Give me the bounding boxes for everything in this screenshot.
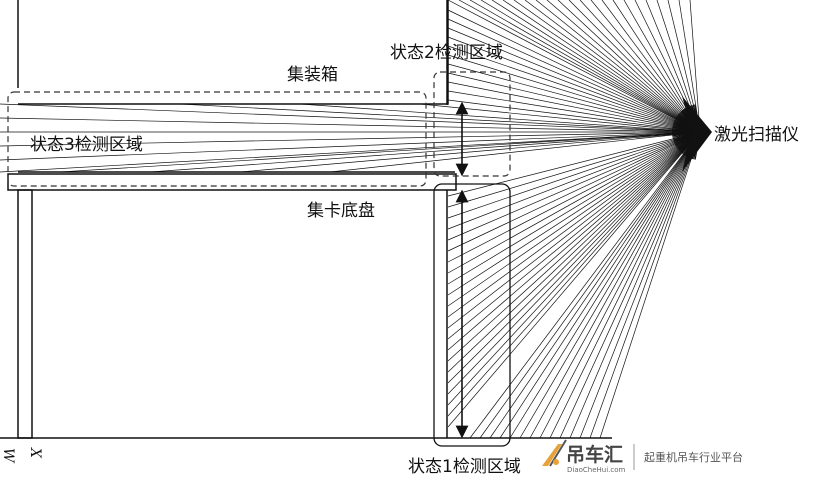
laser-ray <box>0 117 701 133</box>
laser-ray <box>179 103 701 133</box>
laser-ray <box>513 0 701 133</box>
laser-ray <box>612 0 701 133</box>
laser-ray <box>447 54 701 133</box>
laser-ray <box>535 0 701 133</box>
laser-ray <box>447 131 701 340</box>
laser-ray <box>447 131 701 219</box>
laser-ray <box>469 0 701 133</box>
laser-ray <box>557 0 701 133</box>
watermark-slogan: 起重机吊车行业平台 <box>644 450 743 464</box>
state3-zone <box>7 91 427 187</box>
state1-zone <box>433 183 511 447</box>
laser-ray <box>509 131 701 439</box>
container-outline <box>17 0 449 105</box>
laser-ray <box>447 131 701 252</box>
watermark: 吊车汇 DiaoCheHui.com 起重机吊车行业平台 <box>542 439 743 474</box>
laser-ray <box>447 131 701 329</box>
laser-ray <box>447 36 701 133</box>
laser-ray <box>568 0 701 133</box>
laser-ray <box>299 103 701 133</box>
laser-scanner <box>682 96 712 172</box>
laser-ray <box>447 131 701 197</box>
laser-ray <box>447 131 701 351</box>
state2-zone <box>433 71 511 177</box>
laser-ray <box>479 131 701 439</box>
chassis-label: 集卡底盘 <box>307 201 375 221</box>
laser-ray <box>447 131 701 373</box>
laser-ray <box>447 45 701 133</box>
laser-ray <box>579 131 701 439</box>
laser-ray <box>489 131 701 439</box>
scanner-label: 激光扫描仪 <box>714 125 799 145</box>
laser-ray <box>447 131 701 384</box>
laser-ray <box>447 131 701 296</box>
laser-ray <box>0 131 701 147</box>
laser-ray <box>590 0 701 133</box>
laser-ray <box>447 131 701 230</box>
laser-ray <box>549 131 701 439</box>
laser-ray <box>569 131 701 439</box>
state1-label: 状态1检测区域 <box>408 457 521 477</box>
laser-ray <box>239 131 701 173</box>
laser-ray <box>539 131 701 439</box>
laser-ray <box>589 131 701 439</box>
laser-ray <box>447 63 701 133</box>
laser-ray <box>601 0 701 133</box>
laser-ray <box>447 9 701 133</box>
watermark-url: DiaoCheHui.com <box>567 466 626 474</box>
laser-ray <box>499 131 701 439</box>
laser-ray <box>447 81 701 133</box>
laser-ray <box>0 131 701 161</box>
laser-ray <box>447 131 701 417</box>
laser-ray <box>519 131 701 439</box>
laser-ray <box>447 0 701 133</box>
laser-ray <box>447 131 701 263</box>
support-post <box>17 189 33 439</box>
laser-rays <box>0 0 701 439</box>
laser-ray <box>469 131 701 439</box>
laser-ray <box>447 131 701 406</box>
laser-ray <box>599 131 701 439</box>
axis-w-label: W <box>0 448 16 464</box>
crane-logo-icon <box>542 439 567 467</box>
laser-ray <box>447 131 701 274</box>
laser-ray <box>529 131 701 439</box>
laser-ray <box>329 131 701 173</box>
laser-ray <box>447 131 701 362</box>
watermark-brand: 吊车汇 <box>566 443 623 466</box>
laser-ray <box>546 0 701 133</box>
laser-ray <box>447 131 701 285</box>
laser-ray <box>447 131 701 428</box>
laser-ray <box>447 131 701 241</box>
laser-ray <box>59 131 701 173</box>
laser-ray <box>678 0 701 133</box>
laser-ray <box>491 0 701 133</box>
laser-ray <box>0 103 701 133</box>
chassis-beam <box>7 173 457 191</box>
laser-ray <box>458 0 701 133</box>
laser-ray <box>447 131 701 395</box>
axis-x-label: X <box>27 447 43 459</box>
state2-label: 状态2检测区域 <box>390 43 503 63</box>
laser-ray <box>559 131 701 439</box>
laser-ray <box>524 0 701 133</box>
laser-ray <box>447 131 701 307</box>
container-label: 集装箱 <box>287 65 338 85</box>
laser-ray <box>579 0 701 133</box>
laser-ray <box>447 18 701 133</box>
laser-ray <box>149 131 701 173</box>
laser-ray <box>480 0 701 133</box>
laser-ray <box>689 0 701 133</box>
laser-ray <box>447 131 701 208</box>
laser-ray <box>447 99 701 133</box>
laser-ray <box>447 90 701 133</box>
state3-label: 状态3检测区域 <box>30 135 143 155</box>
laser-ray <box>447 72 701 133</box>
laser-ray <box>502 0 701 133</box>
laser-ray <box>447 131 701 318</box>
laser-ray <box>447 27 701 133</box>
laser-ray <box>0 131 701 173</box>
